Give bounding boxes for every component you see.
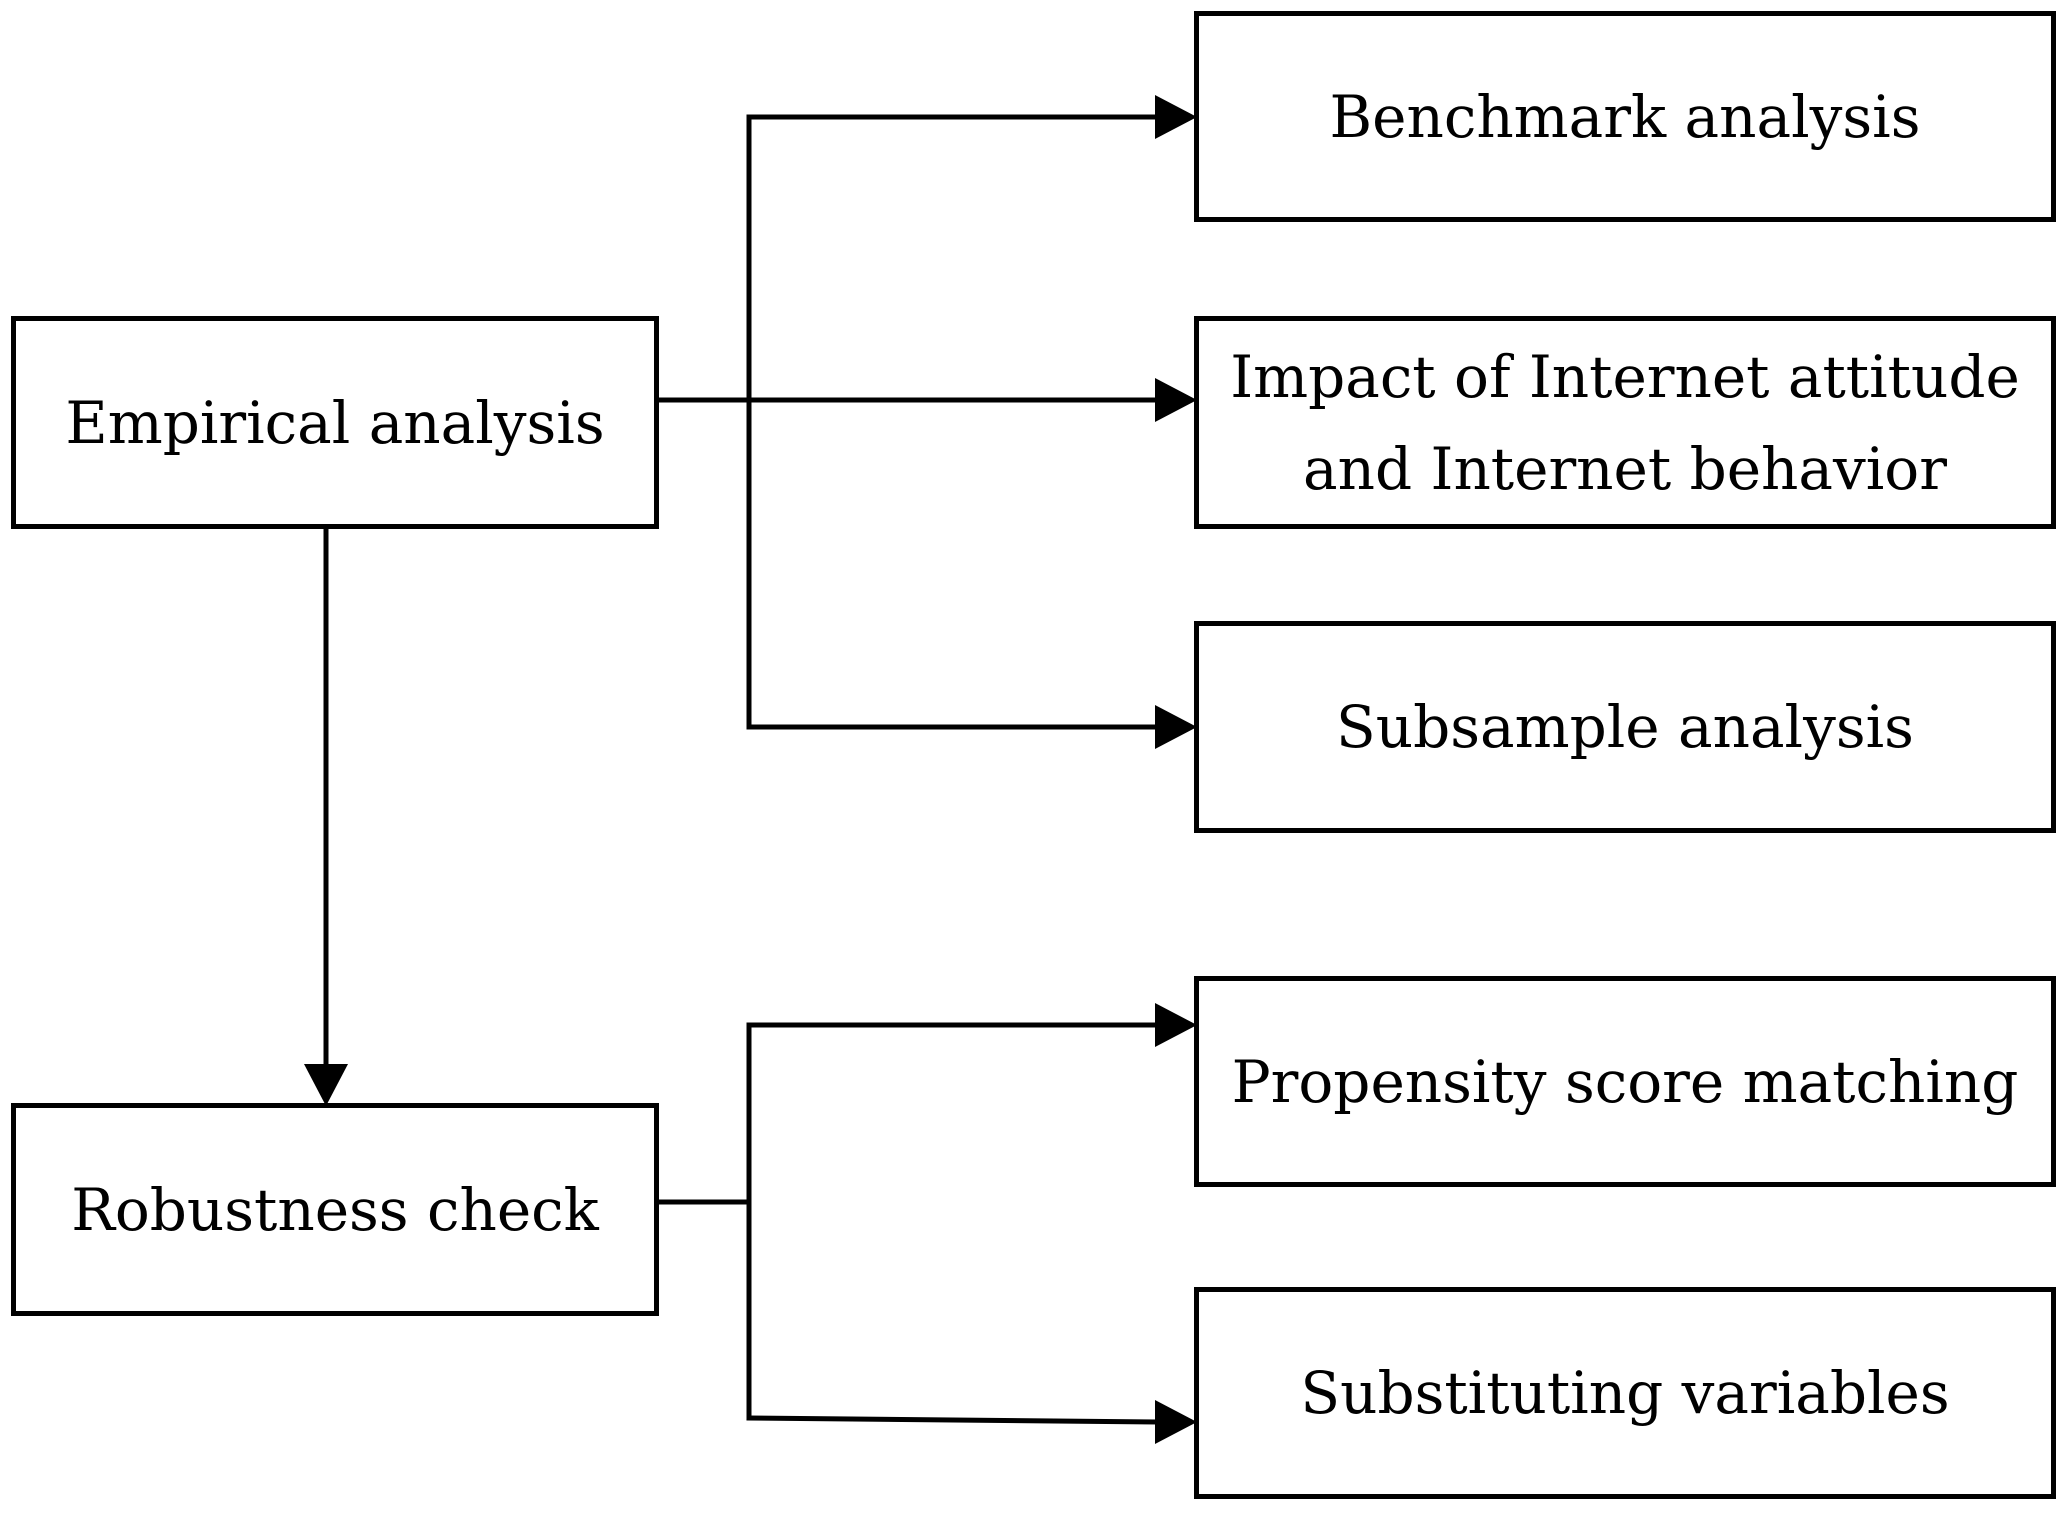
node-substituting-variables: Substituting variables bbox=[1194, 1287, 2056, 1499]
node-label: Impact of Internet attitude and Internet… bbox=[1230, 342, 2020, 503]
arrowhead-robustness bbox=[304, 1064, 348, 1106]
node-impact-internet: Impact of Internet attitude and Internet… bbox=[1194, 316, 2056, 529]
arrowhead-subsample bbox=[1155, 705, 1197, 749]
node-label: Propensity score matching bbox=[1231, 1047, 2019, 1116]
edge-to-substitute bbox=[746, 1415, 1159, 1425]
node-label: Empirical analysis bbox=[65, 388, 605, 457]
arrowhead-propensity bbox=[1155, 1003, 1197, 1047]
node-label: Robustness check bbox=[71, 1175, 599, 1244]
node-subsample-analysis: Subsample analysis bbox=[1194, 621, 2056, 833]
node-label: Subsample analysis bbox=[1336, 693, 1914, 761]
node-empirical-analysis: Empirical analysis bbox=[11, 316, 659, 529]
arrowhead-benchmark bbox=[1155, 95, 1197, 139]
node-benchmark-analysis: Benchmark analysis bbox=[1194, 11, 2056, 222]
node-label: Benchmark analysis bbox=[1329, 82, 1921, 151]
node-label: Substituting variables bbox=[1300, 1359, 1950, 1427]
arrowhead-impact bbox=[1155, 378, 1197, 422]
node-robustness-check: Robustness check bbox=[11, 1103, 659, 1316]
arrowhead-substitute bbox=[1155, 1400, 1197, 1444]
node-propensity-score-matching: Propensity score matching bbox=[1194, 976, 2056, 1187]
